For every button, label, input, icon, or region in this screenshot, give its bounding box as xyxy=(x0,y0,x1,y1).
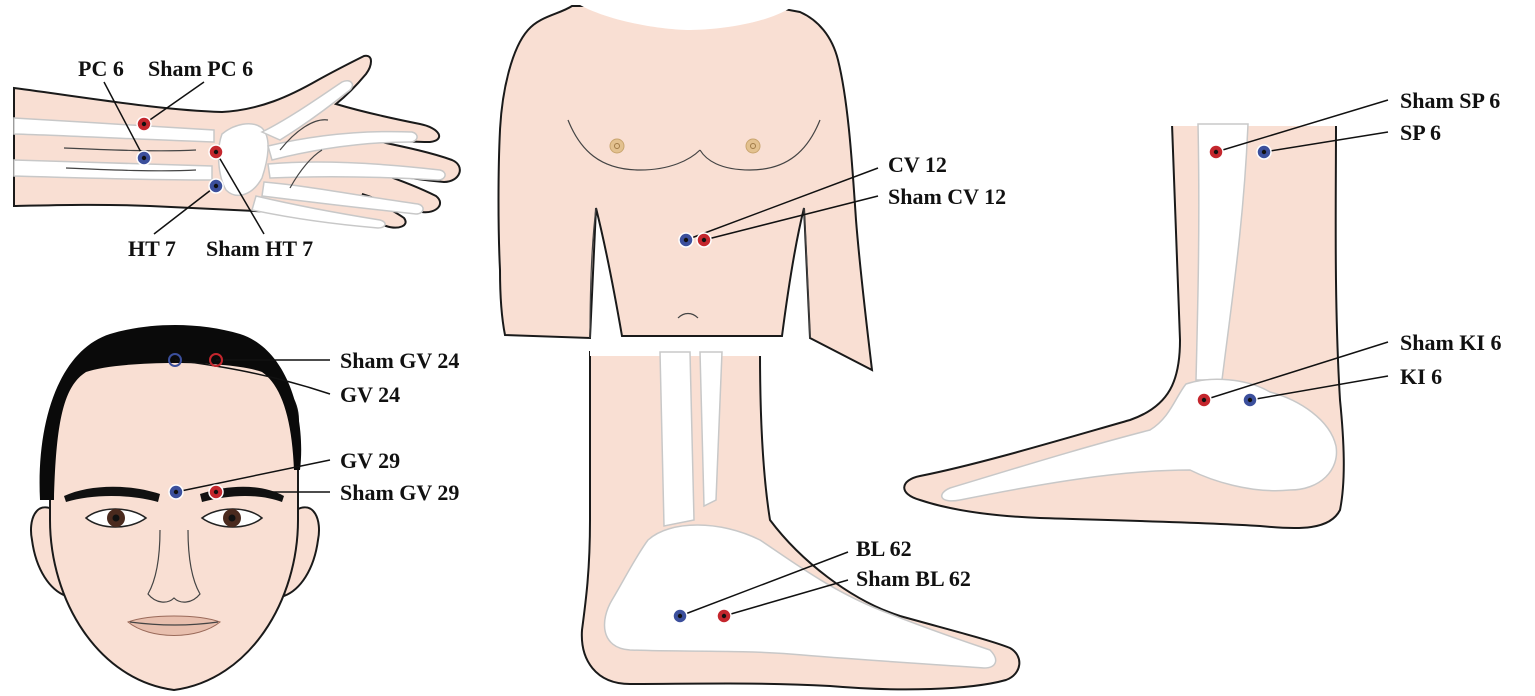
point-bl62 xyxy=(672,608,688,624)
point-sham-gv24 xyxy=(209,353,223,367)
leader-sham-ki6 xyxy=(1203,341,1389,401)
leader-ht7 xyxy=(153,185,217,235)
label-sham-pc6: Sham PC 6 xyxy=(148,56,253,81)
leader-sham-ht7 xyxy=(215,151,265,235)
point-gv24 xyxy=(168,353,182,367)
leader-gv29 xyxy=(175,459,331,493)
leader-sham-bl62 xyxy=(723,579,849,617)
point-sham-bl62 xyxy=(716,608,732,624)
label-sham-ki6: Sham KI 6 xyxy=(1400,330,1501,355)
acupoint-markers xyxy=(136,116,1272,624)
label-pc6: PC 6 xyxy=(78,56,124,81)
label-sham-ht7: Sham HT 7 xyxy=(206,236,313,261)
point-pc6 xyxy=(136,150,152,166)
point-sp6 xyxy=(1256,144,1272,160)
point-gv29 xyxy=(168,484,184,500)
label-gv29: GV 29 xyxy=(340,448,400,473)
leader-sham-cv12 xyxy=(703,195,879,241)
leader-sham-pc6 xyxy=(143,81,205,125)
point-sham-pc6 xyxy=(136,116,152,132)
leader-lines xyxy=(103,81,1389,617)
label-sham-bl62: Sham BL 62 xyxy=(856,566,971,591)
point-sham-cv12 xyxy=(696,232,712,248)
forearm-hand-illustration xyxy=(13,54,461,229)
leader-sp6 xyxy=(1263,131,1389,153)
label-sham-sp6: Sham SP 6 xyxy=(1400,88,1500,113)
torso-illustration xyxy=(497,0,874,372)
point-sham-sp6 xyxy=(1208,144,1224,160)
label-gv24: GV 24 xyxy=(340,382,400,407)
leader-cv12 xyxy=(685,167,879,241)
label-ki6: KI 6 xyxy=(1400,364,1442,389)
point-ki6 xyxy=(1242,392,1258,408)
head-illustration xyxy=(30,325,320,692)
point-cv12 xyxy=(678,232,694,248)
leader-sham-sp6 xyxy=(1215,99,1389,153)
point-sham-gv29 xyxy=(208,484,224,500)
medial-foot-illustration xyxy=(903,116,1345,530)
acupoint-labels: PC 6 Sham PC 6 HT 7 Sham HT 7 CV 12 Sham… xyxy=(78,56,1501,591)
lateral-foot-illustration xyxy=(580,348,1021,691)
label-cv12: CV 12 xyxy=(888,152,947,177)
leader-gv24 xyxy=(174,359,331,395)
point-sham-ht7 xyxy=(208,144,224,160)
leader-pc6 xyxy=(103,81,145,159)
point-ht7 xyxy=(208,178,224,194)
label-bl62: BL 62 xyxy=(856,536,912,561)
leader-ki6 xyxy=(1249,375,1389,401)
label-sham-gv24: Sham GV 24 xyxy=(340,348,459,373)
point-sham-ki6 xyxy=(1196,392,1212,408)
label-ht7: HT 7 xyxy=(128,236,176,261)
label-sham-gv29: Sham GV 29 xyxy=(340,480,459,505)
label-sp6: SP 6 xyxy=(1400,120,1441,145)
label-sham-cv12: Sham CV 12 xyxy=(888,184,1006,209)
leader-bl62 xyxy=(679,551,849,617)
